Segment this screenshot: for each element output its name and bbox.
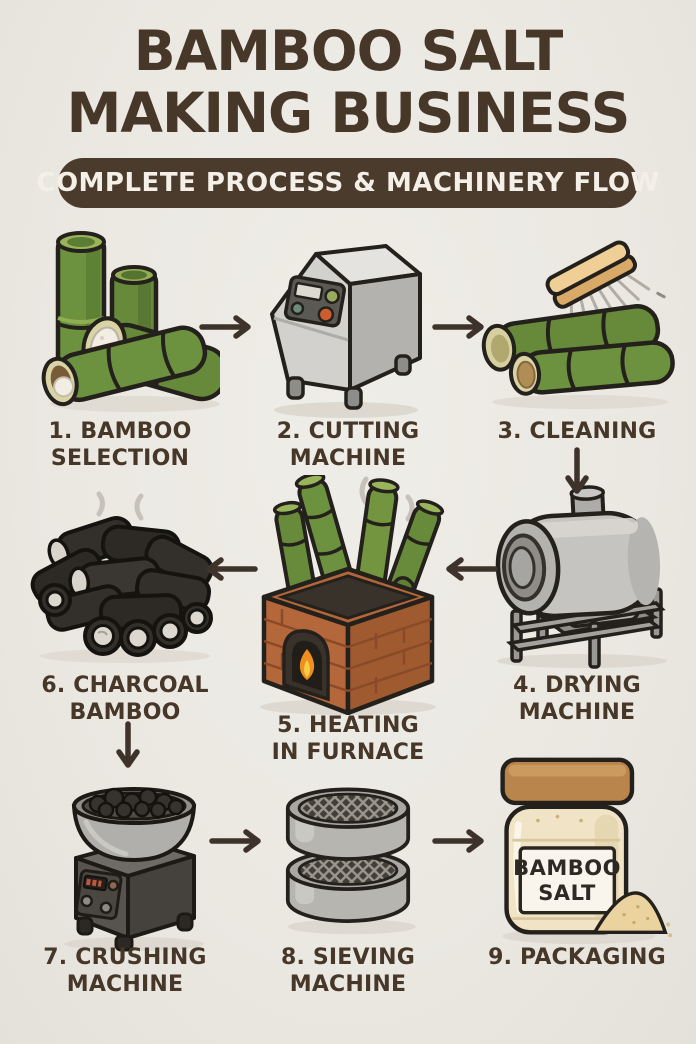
control-panel xyxy=(75,869,123,920)
step-3-cleaning: 3. CLEANING xyxy=(467,226,687,486)
title-line-2: MAKING BUSINESS xyxy=(66,81,631,145)
arrow-step5-to-step6 xyxy=(206,557,258,581)
arrow-step3-to-step4 xyxy=(565,447,589,494)
step-5-heating-furnace: 5. HEATING IN FURNACE xyxy=(240,475,456,775)
step-4-label: 4. DRYING MACHINE xyxy=(513,673,641,725)
arrow-step6-to-step7 xyxy=(116,721,140,768)
crushing-machine-icon xyxy=(64,787,204,952)
poster-title: BAMBOO SALT MAKING BUSINESS xyxy=(0,20,696,144)
step-1-bamboo-selection: 1. BAMBOO SELECTION xyxy=(10,226,230,486)
step-7-label: 7. CRUSHING MACHINE xyxy=(43,945,207,997)
step-8-sieving-machine: 8. SIEVING MACHINE xyxy=(240,748,456,1038)
salt-jar-icon xyxy=(500,757,673,945)
salt-pile xyxy=(591,891,668,934)
sieve-top xyxy=(285,787,411,861)
jar-label-text: BAMBOO SALT xyxy=(513,856,621,905)
bowl-of-charcoal xyxy=(71,787,197,863)
charcoal-bamboo-icon xyxy=(30,491,214,663)
drying-machine-icon xyxy=(495,485,667,669)
control-panel xyxy=(283,275,346,328)
charcoal-ends xyxy=(38,583,213,657)
step-2-cutting-machine: 2. CUTTING MACHINE xyxy=(240,226,456,486)
jar-label xyxy=(518,846,617,915)
step-9-packaging: BAMBOO SALT 9. PACKAGING xyxy=(467,748,687,1038)
cleaning-brush-icon xyxy=(481,240,675,409)
sieving-machine-icon xyxy=(285,787,416,935)
step-8-label: 8. SIEVING MACHINE xyxy=(280,945,416,997)
step-9-label: 9. PACKAGING xyxy=(488,945,666,970)
bamboo-selection-icon xyxy=(41,231,220,412)
sieve-bottom xyxy=(285,849,411,923)
arrow-step7-to-step8 xyxy=(209,829,261,853)
arrow-step2-to-step3 xyxy=(432,315,484,339)
subtitle-text: COMPLETE PROCESS & MACHINERY FLOW xyxy=(36,168,660,198)
step-1-label: 1. BAMBOO SELECTION xyxy=(48,419,192,471)
step-7-crushing-machine: 7. CRUSHING MACHINE xyxy=(10,748,240,1038)
brick-furnace-icon xyxy=(260,475,445,715)
subtitle-banner: COMPLETE PROCESS & MACHINERY FLOW xyxy=(36,158,659,208)
bamboo-tubes xyxy=(272,475,445,615)
title-line-1: BAMBOO SALT xyxy=(133,19,563,83)
smoke-wisps xyxy=(96,491,144,521)
step-6-charcoal-bamboo: 6. CHARCOAL BAMBOO xyxy=(10,475,240,735)
step-5-label: 5. HEATING IN FURNACE xyxy=(271,713,425,765)
arrow-step8-to-step9 xyxy=(432,829,484,853)
arrow-step4-to-step5 xyxy=(446,557,498,581)
arrow-step1-to-step2 xyxy=(199,315,251,339)
cutting-machine-icon xyxy=(270,244,422,418)
step-6-label: 6. CHARCOAL BAMBOO xyxy=(41,673,209,725)
step-4-drying-machine: 4. DRYING MACHINE xyxy=(467,475,687,725)
step-2-label: 2. CUTTING MACHINE xyxy=(276,419,420,471)
step-3-label: 3. CLEANING xyxy=(497,419,657,444)
